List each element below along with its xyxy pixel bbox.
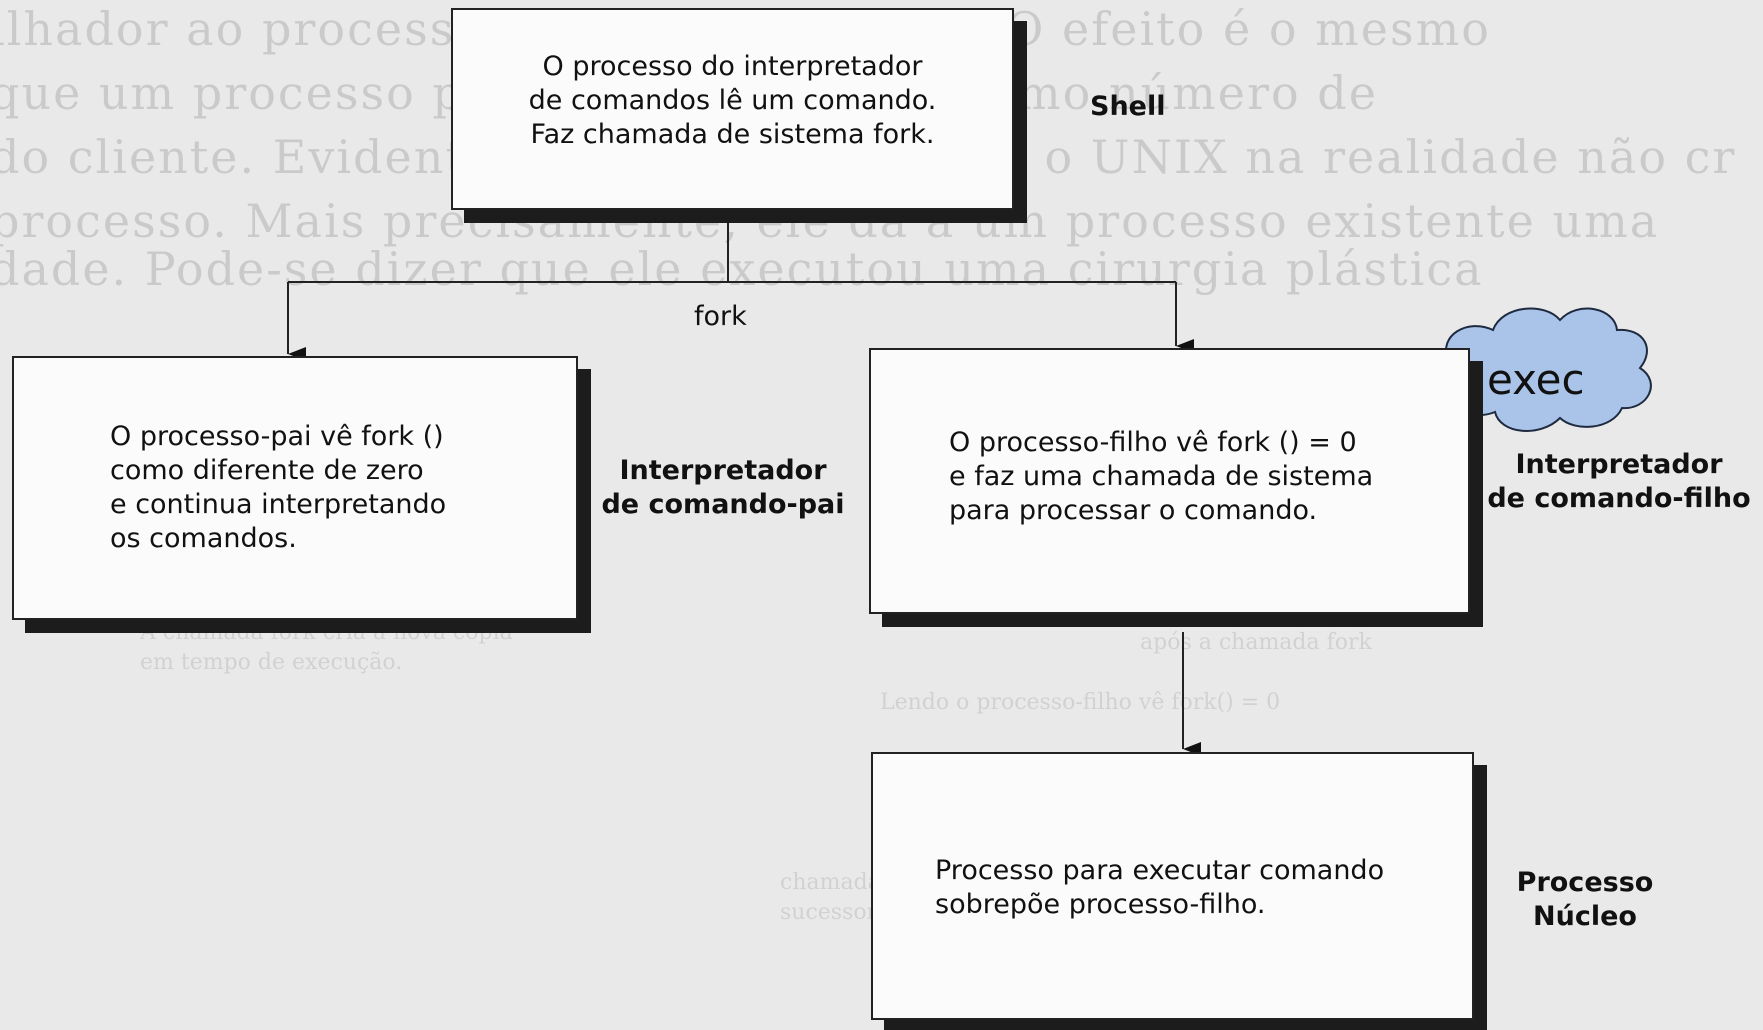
shell-box-line: de comandos lê um comando. <box>528 85 937 116</box>
parent-process-box: O processo-pai vê fork () como diferente… <box>12 356 578 620</box>
shell-label: Shell <box>1090 91 1166 122</box>
process-box-line: Processo para executar comando <box>935 855 1385 886</box>
parent-label: Interpretador de comando-pai <box>598 454 848 522</box>
exec-process-box: Processo para executar comando sobrepõe … <box>871 752 1474 1020</box>
process-box-line: sobrepõe processo-filho. <box>935 889 1266 920</box>
shell-box-line: O processo do interpretador <box>542 51 923 82</box>
child-label-line: Interpretador <box>1515 449 1723 480</box>
shell-process-box: O processo do interpretador de comandos … <box>451 8 1014 210</box>
parent-box-line: e continua interpretando <box>110 489 447 520</box>
child-box-line: e faz uma chamada de sistema <box>949 461 1374 492</box>
fork-label: fork <box>694 301 747 332</box>
process-label-line: Núcleo <box>1533 901 1637 932</box>
exec-cloud-label: exec <box>1487 355 1585 404</box>
process-label: Processo Núcleo <box>1480 866 1690 934</box>
shell-box-line: Faz chamada de sistema fork. <box>530 119 935 150</box>
parent-box-line: O processo-pai vê fork () <box>110 421 444 452</box>
child-box-line: O processo-filho vê fork () = 0 <box>949 427 1357 458</box>
parent-box-line: os comandos. <box>110 523 297 554</box>
process-label-line: Processo <box>1516 867 1654 898</box>
child-label-line: de comando-filho <box>1487 483 1751 514</box>
child-box-line: para processar o comando. <box>949 495 1318 526</box>
fork-connector <box>287 213 1201 756</box>
child-label: Interpretador de comando-filho <box>1480 448 1758 516</box>
child-process-box: O processo-filho vê fork () = 0 e faz um… <box>869 348 1470 614</box>
parent-box-line: como diferente de zero <box>110 455 424 486</box>
parent-label-line: Interpretador <box>619 455 827 486</box>
parent-label-line: de comando-pai <box>601 489 845 520</box>
